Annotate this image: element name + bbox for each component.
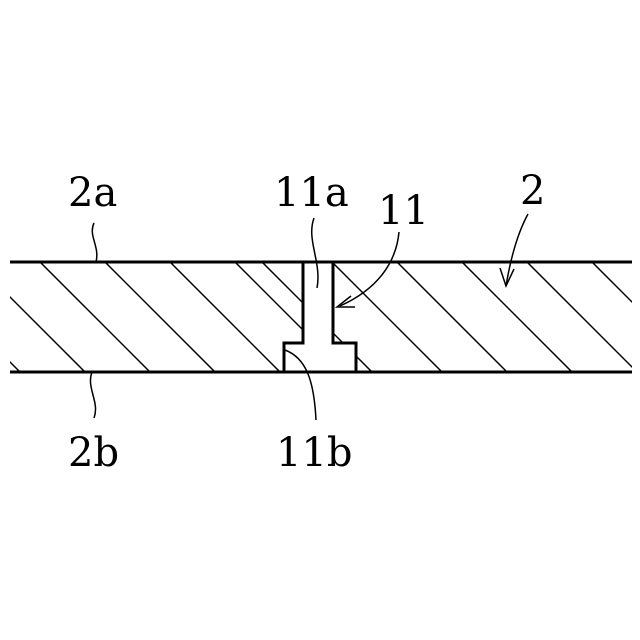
- through-hole-outline-right: [333, 262, 356, 372]
- arrowhead-11: [337, 296, 355, 307]
- label-11: 11: [378, 188, 429, 234]
- leader-11a: [312, 218, 318, 288]
- through-hole-outline: [284, 262, 303, 372]
- label-2b: 2b: [68, 430, 119, 476]
- label-11b: 11b: [276, 430, 353, 476]
- leader-2a: [92, 223, 97, 262]
- label-2: 2: [520, 168, 545, 214]
- leader-11: [340, 232, 399, 306]
- leader-2b: [90, 372, 95, 418]
- leader-11b: [285, 350, 316, 420]
- label-11a: 11a: [274, 170, 349, 216]
- hatching-left: [0, 262, 372, 372]
- leader-2: [506, 214, 528, 286]
- label-2a: 2a: [68, 170, 117, 216]
